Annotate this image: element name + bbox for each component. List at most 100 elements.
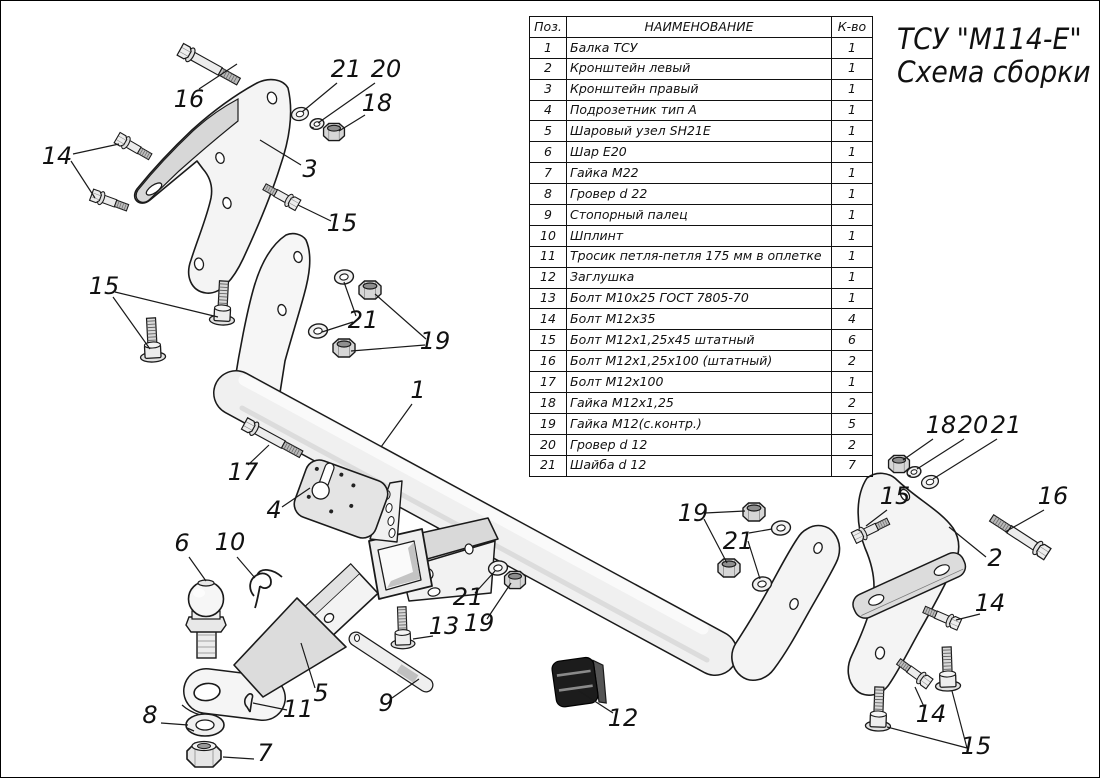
- nut-19-mid-b: [332, 338, 356, 358]
- cell-pos: 3: [529, 78, 567, 101]
- cell-name: Шар Е20: [566, 141, 832, 164]
- cell-qty: 4: [831, 308, 873, 331]
- callout-label: 15: [89, 272, 120, 300]
- cell-qty: 1: [831, 245, 873, 268]
- cell-pos: 7: [529, 162, 567, 185]
- cell-name: Заглушка: [566, 266, 832, 289]
- cell-name: Гайка М12х1,25: [566, 392, 832, 414]
- slot-hole: [145, 182, 163, 196]
- callout-label: 21: [331, 55, 362, 83]
- bracket-strap: [852, 552, 967, 619]
- callout-label: 7: [257, 739, 273, 767]
- bracket-right-part3: [133, 78, 292, 294]
- cell-pos: 5: [529, 120, 567, 143]
- cell-pos: 6: [529, 141, 567, 164]
- beam-right-upright: [731, 524, 841, 681]
- header-name: НАИМЕНОВАНИЕ: [566, 16, 832, 38]
- cotter-pin-part10: [249, 569, 283, 609]
- cell-pos: 9: [529, 204, 567, 226]
- cable-part11: [243, 693, 254, 713]
- callout-label: 13: [429, 612, 460, 640]
- cell-pos: 14: [529, 308, 567, 331]
- callout-label: 5: [313, 679, 328, 707]
- nut-19-receiver: [503, 570, 527, 590]
- cell-qty: 1: [831, 36, 873, 59]
- callout-label: 18: [926, 411, 957, 439]
- cell-pos: 2: [529, 57, 567, 80]
- cell-name: Гайка М12(с.контр.): [566, 412, 832, 435]
- cell-qty: 1: [831, 57, 873, 80]
- callout-label: 15: [961, 732, 992, 760]
- plug-part12: [551, 656, 607, 708]
- lock-pin-part9: [348, 631, 434, 693]
- socket-plate-part4: [293, 459, 403, 543]
- callout-label: 8: [142, 701, 157, 729]
- cell-qty: 1: [831, 371, 873, 394]
- bolt-14-left-a: [113, 131, 155, 164]
- cell-pos: 8: [529, 183, 567, 206]
- callout-label: 16: [174, 85, 205, 113]
- cell-name: Кронштейн правый: [566, 78, 832, 101]
- cell-qty: 2: [831, 433, 873, 456]
- bolt-15-vert-b: [137, 316, 167, 364]
- cell-qty: 1: [831, 287, 873, 310]
- cell-name: Гровер d 12: [566, 433, 832, 456]
- cell-name: Шайба d 12: [566, 454, 832, 477]
- callout-label: 20: [958, 411, 989, 439]
- drawing-title: ТСУ "М114-Е" Схема сборки: [897, 22, 1091, 90]
- nut-19-right-a: [742, 502, 766, 522]
- nut-19-right-b: [717, 558, 741, 578]
- cell-qty: 1: [831, 78, 873, 101]
- callout-labels: 16 21 20 18 3 14 15 15 21 19 1 17 4 6 10…: [42, 55, 1069, 767]
- cell-name: Болт М12х100: [566, 371, 832, 394]
- drawing-title-line1: ТСУ "М114-Е": [897, 22, 1082, 56]
- callout-label: 11: [283, 695, 314, 723]
- cell-pos: 1: [529, 36, 567, 59]
- cell-qty: 7: [831, 454, 873, 477]
- cell-name: Гайка М22: [566, 162, 832, 185]
- cell-name: Шплинт: [566, 224, 832, 247]
- callout-label: 9: [378, 689, 393, 717]
- callout-label: 4: [266, 496, 281, 524]
- callout-label: 15: [880, 482, 911, 510]
- cell-name: Кронштейн левый: [566, 57, 832, 80]
- bolt-15-vert-d: [933, 645, 962, 693]
- cell-name: Шаровый узел SH21E: [566, 120, 832, 143]
- cell-pos: 4: [529, 99, 567, 122]
- grover-part8: [185, 713, 225, 737]
- callout-label: 16: [1038, 482, 1069, 510]
- cell-pos: 18: [529, 392, 567, 414]
- bolt-16-left: [176, 42, 243, 89]
- cell-qty: 1: [831, 266, 873, 289]
- leader-lines: [70, 63, 1045, 760]
- callout-label: 18: [362, 89, 393, 117]
- table-header-row: Поз. НАИМЕНОВАНИЕ К-во: [529, 16, 873, 38]
- callout-label: 19: [464, 609, 495, 637]
- cell-name: Болт М12х1,25х45 штатный: [566, 329, 832, 352]
- callout-label: 19: [678, 499, 709, 527]
- callout-label: 10: [215, 528, 246, 556]
- nut-part7: [186, 740, 222, 768]
- callout-label: 14: [916, 700, 947, 728]
- cell-pos: 20: [529, 433, 567, 456]
- cell-pos: 15: [529, 329, 567, 352]
- cell-pos: 17: [529, 371, 567, 394]
- callout-label: 1: [410, 376, 425, 404]
- callout-label: 17: [228, 458, 259, 486]
- bolt-14-left-b: [88, 187, 131, 215]
- beam-left-upright: [233, 232, 311, 400]
